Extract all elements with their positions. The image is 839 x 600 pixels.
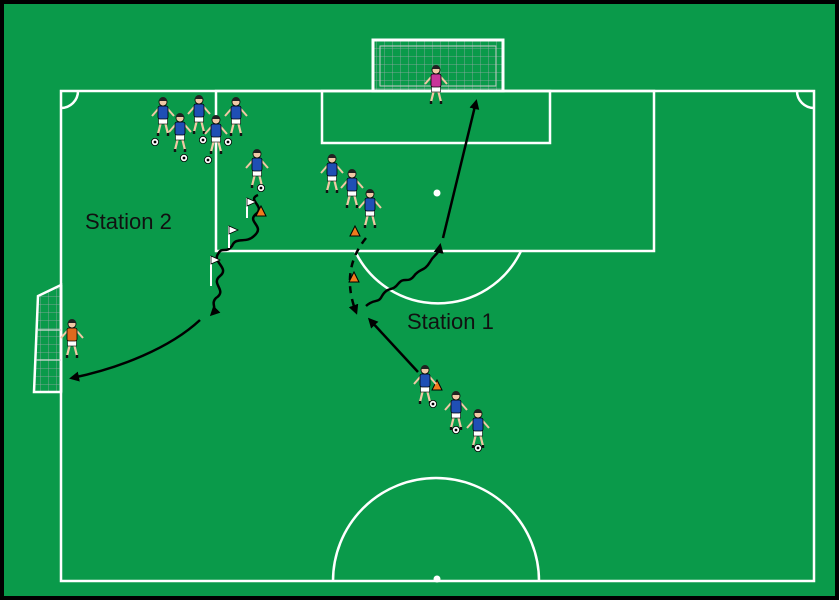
- dribble-arrow-station2: [209, 193, 261, 317]
- ball: [257, 184, 265, 192]
- player-station1-waiting: [466, 409, 490, 452]
- player-station1-runner: [358, 189, 382, 228]
- pitch-surface: [4, 4, 835, 596]
- player-station2-waiting: [168, 113, 192, 162]
- center-circle: [331, 476, 541, 582]
- flag-3: [210, 255, 221, 286]
- player-station1-waiting: [444, 391, 468, 434]
- run-arrow-station1: [348, 237, 367, 315]
- player-station1-passer: [413, 365, 437, 408]
- player-station2-waiting: [204, 115, 228, 164]
- goal-left: [32, 283, 63, 394]
- player-station2-waiting: [224, 97, 248, 146]
- player-station2-waiting: [187, 95, 211, 144]
- cone-station2: [255, 204, 267, 217]
- cone-station1-a: [349, 224, 361, 237]
- player-station2-dribbler: [245, 149, 269, 192]
- cone-station1-b: [348, 270, 360, 283]
- station-1-label: Station 1: [407, 309, 494, 334]
- corner-arc-left: [60, 90, 80, 110]
- ball: [452, 426, 460, 434]
- players: [60, 65, 490, 452]
- flag-1: [246, 197, 257, 218]
- center-spot: [433, 575, 441, 583]
- shot-arrow-station2: [69, 319, 201, 382]
- ball: [224, 138, 232, 146]
- dribble-arrow-station1: [365, 243, 444, 307]
- player-station2-waiting: [151, 97, 175, 146]
- ball: [204, 156, 212, 164]
- ball: [151, 138, 159, 146]
- ball: [474, 444, 482, 452]
- cone-station1-start: [431, 378, 443, 391]
- goalkeeper-top: [424, 65, 448, 104]
- penalty-spot: [433, 189, 441, 197]
- penalty-arc: [353, 250, 523, 305]
- shot-arrow-station1: [441, 99, 480, 239]
- station-2-label: Station 2: [85, 209, 172, 234]
- goalkeeper-left: [60, 319, 84, 358]
- drill-paths: [69, 99, 480, 382]
- corner-arc-right: [795, 90, 815, 110]
- ball: [429, 400, 437, 408]
- player-station1-receiver: [340, 169, 364, 208]
- cones: [255, 204, 443, 391]
- pass-arrow-station1: [367, 317, 419, 373]
- slalom-flags: [210, 197, 257, 286]
- player-station1-receiver: [320, 154, 344, 193]
- flag-2: [228, 225, 239, 248]
- ball: [180, 154, 188, 162]
- ball: [199, 136, 207, 144]
